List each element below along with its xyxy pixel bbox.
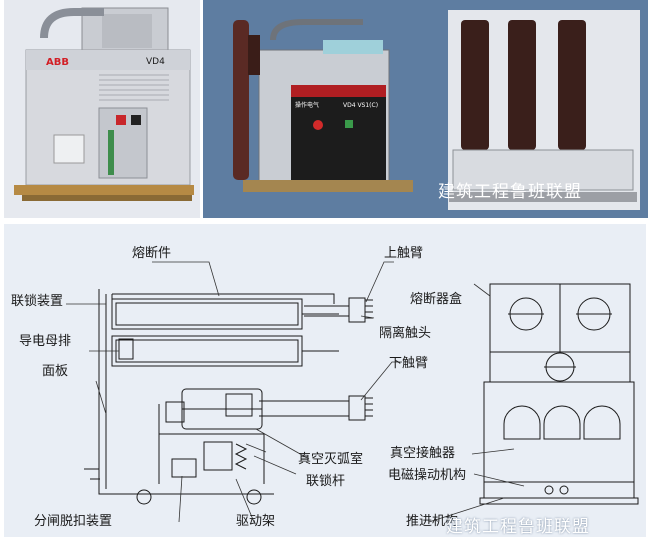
label-fuse-box: 熔断器盒: [410, 292, 463, 307]
panel-text-left: 操作电气: [295, 102, 320, 109]
label-isolating-contact: 隔离触头: [379, 326, 432, 341]
panel-text-right: VD4 VS1(C): [343, 102, 379, 109]
label-lower-arm: 下触臂: [389, 356, 429, 371]
watermark-bottom: 建筑工程鲁班联盟: [446, 517, 590, 537]
photo-breakers-blue: 操作电气 VD4 VS1(C) 建筑工程鲁班联盟: [203, 0, 648, 218]
label-vacuum-chamber: 真空灭弧室: [298, 452, 364, 467]
label-busbar: 导电母排: [19, 334, 72, 349]
label-interlock-rod: 联锁杆: [306, 474, 346, 489]
label-panel: 面板: [42, 364, 69, 379]
label-upper-arm: 上触臂: [384, 246, 424, 261]
abb-logo: ABB: [46, 57, 69, 68]
label-em-mechanism: 电磁操动机构: [388, 468, 467, 483]
label-vacuum-contactor: 真空接触器: [390, 446, 456, 461]
model-label: VD4: [146, 57, 165, 67]
breaker-photos-drawing: [233, 10, 640, 210]
label-fuse-part: 熔断件: [132, 246, 172, 261]
diagram-panel: 熔断件 联锁装置 导电母排 面板 分闸脱扣装置 驱动架 联锁杆 真空灭弧室 上触…: [4, 224, 646, 537]
label-chassis-mechanism: 推进机构: [406, 514, 459, 529]
photo-abb-vd4: ABB VD4: [4, 0, 200, 218]
label-interlock-device: 联锁装置: [11, 294, 64, 309]
abb-vd4-drawing: [4, 0, 200, 218]
label-trip-device: 分闸脱扣装置: [34, 514, 113, 529]
watermark-top: 建筑工程鲁班联盟: [438, 182, 582, 202]
diagram-drawing: [66, 261, 639, 523]
label-drive-frame: 驱动架: [236, 514, 276, 529]
